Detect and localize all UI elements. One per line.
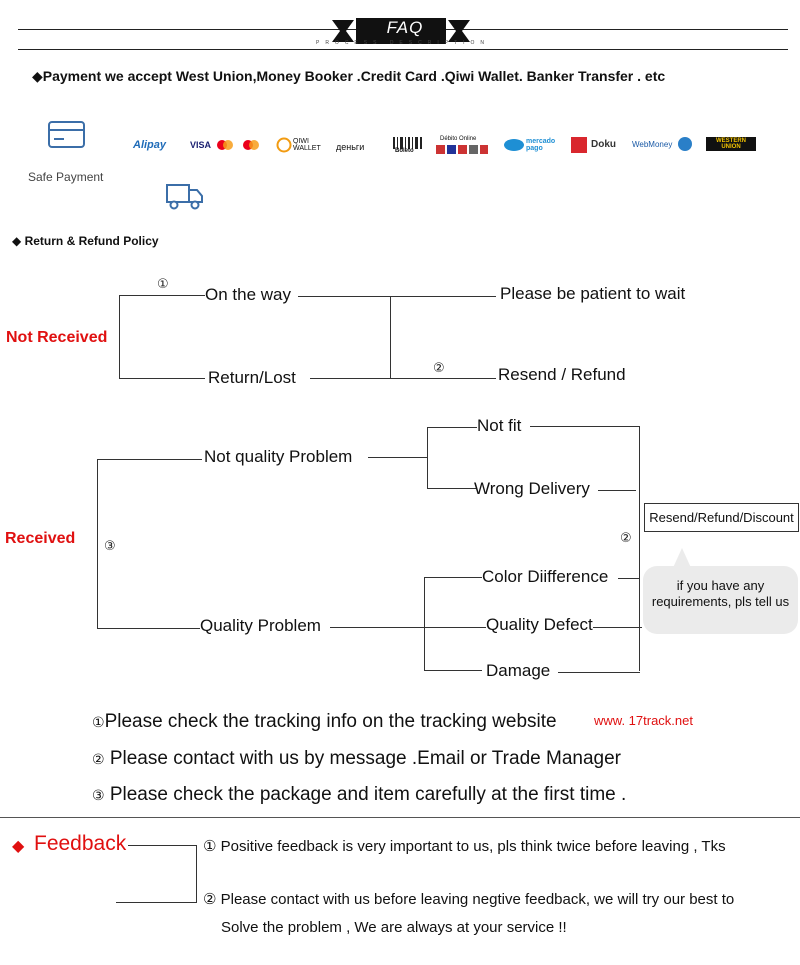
speech-bubble-tail [672,548,692,570]
note-3: ③ Please check the package and item care… [92,784,626,806]
alipay-logo: Alipay [133,139,167,151]
doku-logo: Doku [591,139,616,150]
note-3-mark: ③ [92,787,105,803]
feedback-item-2: ② Please contact with us before leaving … [203,891,735,908]
return-lost-label: Return/Lost [208,368,296,387]
section-divider [0,817,800,818]
mark-2-received: ② [620,530,632,545]
bank-icons [436,145,488,154]
wait-label: Please be patient to wait [500,284,686,303]
damage-label: Damage [486,661,551,680]
mercado-pago-icon [504,139,524,151]
requirements-text: if you have any requirements, pls tell u… [651,578,790,609]
not-quality-label: Not quality Problem [204,447,353,466]
received-label: Received [5,530,76,547]
debito-online-logo: Débito Online [440,136,477,142]
webmoney-logo: WebMoney [632,140,673,149]
on-the-way-label: On the way [205,285,291,304]
color-difference-label: Color Diifference [482,567,609,586]
mercado-pago-logo: mercado pago [526,138,556,152]
feedback-item-1: ① Positive feedback is very important to… [203,838,726,855]
safe-payment-label: Safe Payment [28,170,104,184]
qiwi-logo: QIWI WALLET [293,138,321,152]
quality-problem-label: Quality Problem [200,616,321,635]
mark-3: ③ [104,538,116,553]
resend-refund-discount-box: Resend/Refund/Discount [644,503,799,532]
note-1-mark: ① [92,714,105,730]
faq-subtitle: PROCESS DESCRIPTION [315,40,490,46]
note-1: ①Please check the tracking info on the t… [92,711,557,733]
feedback-item-2b: Solve the problem , We are always at you… [221,919,567,936]
policy-heading: ◆ Return & Refund Policy [12,234,159,248]
mastercard-logo [217,140,259,150]
mark-2-not-received: ② [433,360,445,375]
faq-badge [332,18,470,44]
visa-logo: VISA [190,140,212,150]
yandex-money-logo: деньги [336,142,365,152]
tracking-site-link[interactable]: www. 17track.net [594,713,693,728]
note-3-text: Please check the package and item carefu… [109,784,627,805]
requirements-bubble [643,566,798,634]
note-2: ② Please contact with us by message .Ema… [92,748,621,770]
not-received-label: Not Received [6,329,108,346]
feedback-diamond: ◆ [12,838,25,855]
header-rule-bottom [18,49,788,50]
faq-title: FAQ [386,18,424,37]
payment-heading: ◆Payment we accept West Union,Money Book… [32,68,666,84]
webmoney-globe-icon [678,137,692,151]
credit-card-icon [48,121,85,148]
western-union-badge [706,137,756,151]
delivery-truck-icon [166,184,203,210]
note-1-text: Please check the tracking info on the tr… [104,711,557,732]
not-fit-label: Not fit [477,416,522,435]
feedback-label: Feedback [34,832,127,855]
note-2-mark: ② [92,751,105,767]
mark-1: ① [157,276,169,291]
western-union-logo: WESTERN UNION [716,138,746,150]
qiwi-icon [276,137,292,153]
note-2-text: Please contact with us by message .Email… [109,748,621,769]
boleto-logo: Boleto [395,148,414,154]
doku-icon [571,137,587,153]
boleto-barcode-icon [393,137,422,149]
wrong-delivery-label: Wrong Delivery [474,479,590,498]
quality-defect-label: Quality Defect [486,615,593,635]
resend-refund-label: Resend / Refund [498,365,626,384]
